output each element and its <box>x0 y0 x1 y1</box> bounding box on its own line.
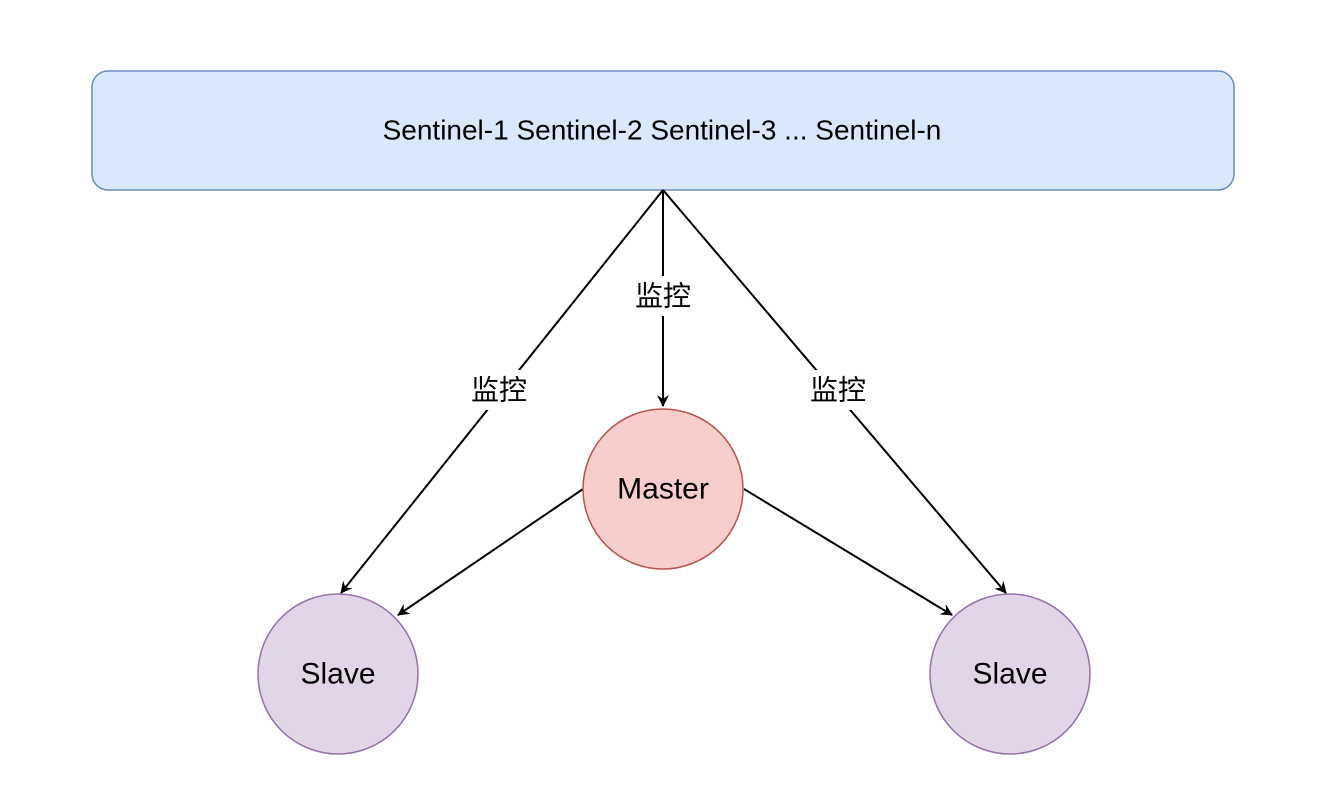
sentinel-group-node[interactable]: Sentinel-1 Sentinel-2 Sentinel-3 ... Sen… <box>91 70 1235 191</box>
monitor-center-label: 监控 <box>635 280 691 313</box>
edge-label-monitor-center: 监控 <box>628 276 698 316</box>
slave-node-left[interactable]: Slave <box>257 593 419 755</box>
sentinel-group-label: Sentinel-1 Sentinel-2 Sentinel-3 ... Sen… <box>383 115 942 146</box>
master-label: Master <box>617 473 709 506</box>
slave-circle <box>257 593 419 755</box>
edge-master-to-left-slave <box>397 488 584 616</box>
slave-label: Slave <box>972 658 1047 691</box>
monitor-left-label: 监控 <box>471 374 527 407</box>
master-node[interactable]: Master <box>582 408 744 570</box>
master-circle <box>582 408 744 570</box>
slave-node-right[interactable]: Slave <box>929 593 1091 755</box>
slave-circle <box>929 593 1091 755</box>
monitor-right-label: 监控 <box>810 374 866 407</box>
slave-label: Slave <box>300 658 375 691</box>
edge-label-monitor-left: 监控 <box>465 370 533 410</box>
edge-master-to-right-slave <box>743 488 953 616</box>
edge-label-monitor-right: 监控 <box>803 370 873 410</box>
